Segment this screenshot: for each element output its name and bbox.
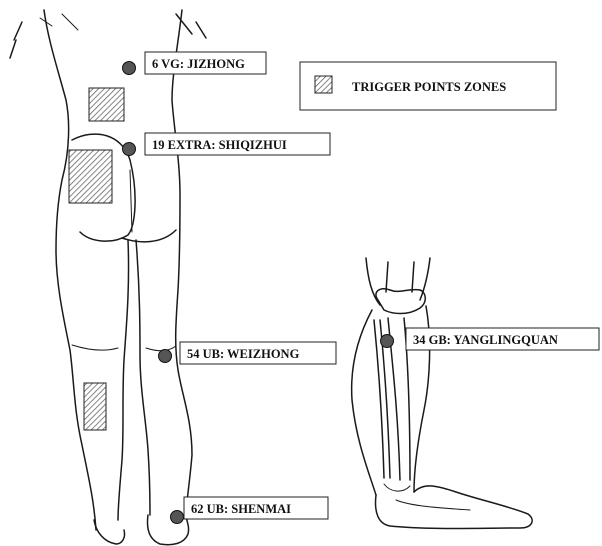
gluteal-cleft [130, 170, 132, 232]
inner-right-leg [136, 240, 150, 515]
label-weizhong: 54 UB: WEIZHONG [180, 342, 336, 364]
left-knee-crease [72, 345, 118, 350]
femur-outline [386, 262, 414, 292]
label-shiqizhui: 19 EXTRA: SHIQIZHUI [145, 133, 330, 155]
label-shenmai: 62 UB: SHENMAI [184, 497, 328, 519]
left-arm-outline [10, 22, 22, 58]
legend: TRIGGER POINTS ZONES [300, 62, 556, 110]
side-view-leg [352, 258, 533, 529]
trigger-zone-lumbar [89, 88, 124, 121]
right-knee-crease [146, 346, 176, 351]
acupoint-weizhong [159, 350, 172, 363]
label-shenmai-text: 62 UB: SHENMAI [191, 502, 291, 516]
right-body-outline [172, 10, 192, 515]
acupoint-shenmai [171, 511, 184, 524]
acupoint-shiqizhui [123, 143, 136, 156]
calf-outline [352, 310, 376, 495]
acupoint-yanglingquan [381, 335, 394, 348]
label-jizhong-text: 6 VG: JIZHONG [152, 57, 245, 71]
hand-line [62, 14, 78, 30]
label-yanglingquan-text: 34 GB: YANGLINGQUAN [413, 333, 558, 347]
trigger-zone-gluteal [69, 150, 112, 203]
thigh-back-outline [366, 258, 380, 305]
side-foot [376, 486, 533, 529]
knee-joint [376, 289, 425, 314]
trigger-zone-thigh [84, 383, 106, 430]
label-weizhong-text: 54 UB: WEIZHONG [187, 347, 300, 361]
label-jizhong: 6 VG: JIZHONG [145, 52, 266, 74]
ankle-bones [384, 484, 470, 510]
inner-left-leg [118, 240, 129, 520]
left-foot [94, 520, 125, 544]
legend-swatch [315, 76, 332, 93]
label-yanglingquan: 34 GB: YANGLINGQUAN [406, 328, 599, 350]
label-shiqizhui-text: 19 EXTRA: SHIQIZHUI [152, 138, 287, 152]
legend-label: TRIGGER POINTS ZONES [352, 80, 506, 94]
acupoint-jizhong [123, 62, 136, 75]
left-body-outline [44, 10, 96, 530]
